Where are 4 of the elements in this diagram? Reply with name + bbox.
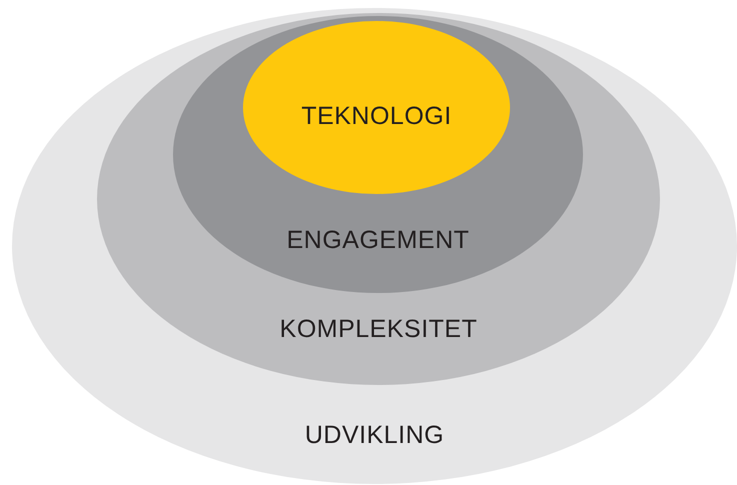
ring-label: ENGAGEMENT (286, 225, 470, 255)
ring-label: UDVIKLING (304, 420, 444, 450)
ring-label: TEKNOLOGI (301, 101, 452, 131)
ring-label: KOMPLEKSITET (280, 314, 478, 344)
